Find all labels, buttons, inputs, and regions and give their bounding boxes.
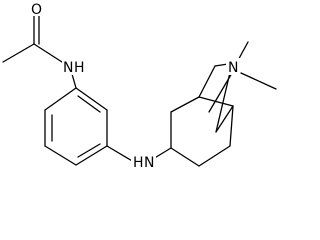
bond-carbonyl-amide-n	[33, 43, 63, 63]
bond-ring-inner-2	[77, 143, 101, 158]
bond-methyl-carbonyl	[2, 43, 35, 63]
bond-bicycle-4	[198, 145, 231, 167]
oxygen-label-bg	[29, 1, 43, 16]
amine-hydrogen-label: H	[133, 155, 144, 171]
bond-ring-1	[75, 87, 108, 111]
bond-bridge-n-methyl	[240, 72, 277, 90]
bond-bicycle-8	[214, 63, 229, 67]
bond-ring-4	[44, 145, 77, 166]
bond-ring-6	[44, 87, 77, 111]
amine-nitrogen-label: N	[144, 155, 154, 171]
molecule-structure-diagram: O N H H N N	[2, 1, 277, 171]
bond-bridge-n-left	[208, 72, 233, 113]
bond-bicycle-2	[170, 96, 200, 113]
amide-nitrogen-label: N	[63, 60, 73, 76]
bond-ring-3	[75, 145, 108, 166]
bond-amide-n-ring	[71, 73, 77, 89]
bond-bicycle-10	[215, 105, 234, 133]
amine-nh-label-bg	[131, 153, 156, 170]
amide-hydrogen-label: H	[74, 60, 85, 76]
bond-bicycle-6	[198, 96, 234, 107]
bond-bicycle-9	[215, 63, 233, 133]
bridge-nitrogen-label-bg	[226, 58, 240, 75]
bond-bicycle-7	[198, 65, 216, 98]
bond-ring-inner-1	[77, 95, 101, 113]
oxygen-label: O	[31, 2, 42, 18]
bond-ring-amine-n	[106, 145, 135, 163]
bridge-nitrogen-label: N	[228, 60, 238, 76]
bond-bicycle-5	[229, 105, 234, 147]
bond-bicycle-3	[170, 147, 200, 167]
amide-nh-label-bg	[62, 58, 86, 75]
